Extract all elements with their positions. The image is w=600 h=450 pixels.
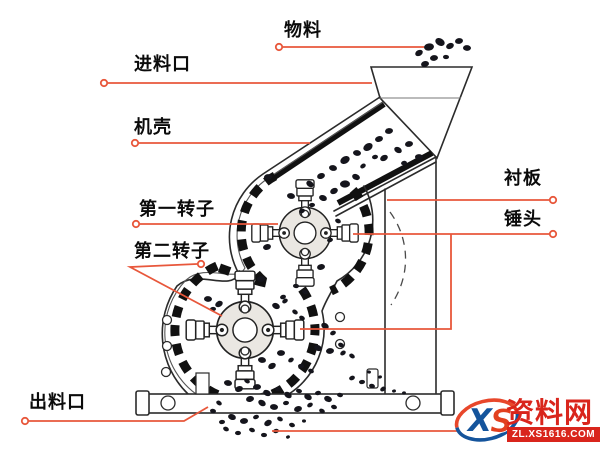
label-feed-inlet: 进料口 <box>134 54 191 74</box>
leader-lines <box>20 42 558 432</box>
watermark-logo <box>454 398 520 442</box>
label-liner-plate: 衬板 <box>504 168 542 188</box>
label-second-rotor: 第二转子 <box>134 241 210 261</box>
watermark-site-url: ZL.XS1616.COM <box>507 427 600 442</box>
feed-hopper <box>369 66 474 160</box>
base-frame <box>135 372 455 416</box>
first-rotor <box>251 179 359 287</box>
particles-layer <box>204 38 471 439</box>
label-first-rotor: 第一转子 <box>139 199 215 219</box>
second-rotor <box>185 270 305 390</box>
label-hammer-head: 锤头 <box>504 209 542 229</box>
watermark-site-name: 资料网 <box>506 397 594 428</box>
label-material: 物料 <box>284 20 322 40</box>
watermark-logo-x: X <box>466 403 494 439</box>
label-casing: 机壳 <box>134 117 172 137</box>
label-discharge-outlet: 出料口 <box>29 392 86 412</box>
